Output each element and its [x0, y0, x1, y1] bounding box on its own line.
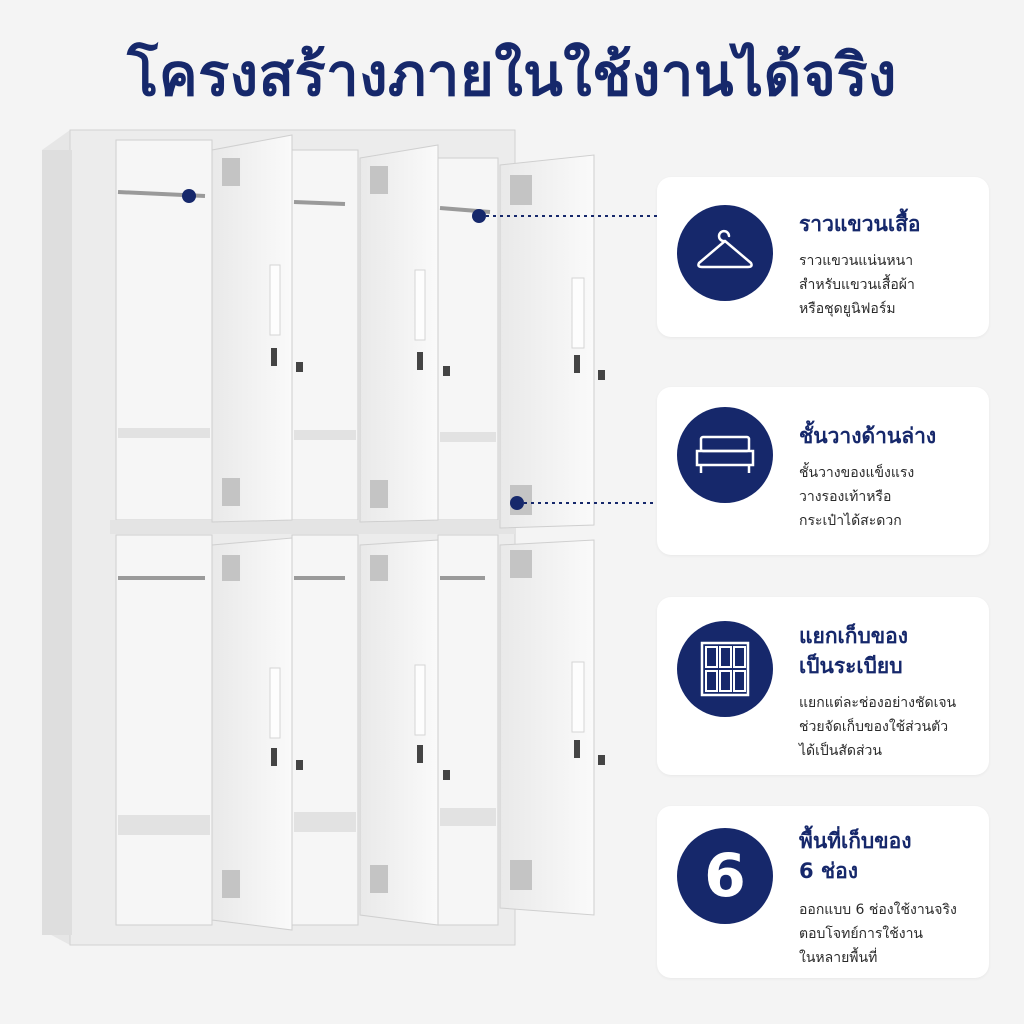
feature-description: ราวแขวนแน่นหนา สำหรับแขวนเสื้อผ้า หรือชุ… [799, 253, 915, 317]
feature-description: แยกแต่ละช่องอย่างชัดเจน ช่วยจัดเก็บของใช… [799, 695, 957, 759]
feature-card-six-compartments: 6 พื้นที่เก็บของ 6 ช่อง ออกแบบ 6 ช่องใช้… [657, 806, 989, 978]
feature-card-shelf: ชั้นวางด้านล่าง ชั้นวางของแข็งแรง วางรอง… [657, 387, 989, 555]
feature-description: ออกแบบ 6 ช่องใช้งานจริง ตอบโจทย์การใช้งา… [799, 902, 957, 966]
compartment-count: 6 [704, 841, 746, 911]
hanger-icon [677, 205, 773, 301]
feature-description: ชั้นวางของแข็งแรง วางรองเท้าหรือ กระเป๋า… [799, 465, 915, 529]
feature-title: ราวแขวนเสื้อ [799, 212, 921, 236]
feature-title: แยกเก็บของ เป็นระเบียบ [799, 624, 908, 678]
feature-card-hanger: ราวแขวนเสื้อ ราวแขวนแน่นหนา สำหรับแขวนเส… [657, 177, 989, 337]
feature-title: พื้นที่เก็บของ 6 ช่อง [799, 829, 912, 883]
feature-title: ชั้นวางด้านล่าง [799, 424, 937, 448]
shelf-icon [677, 407, 773, 503]
feature-card-compartments: แยกเก็บของ เป็นระเบียบ แยกแต่ละช่องอย่าง… [657, 597, 989, 775]
number-six-icon: 6 [677, 828, 773, 924]
compartments-icon [677, 621, 773, 717]
page-title: โครงสร้างภายในใช้งานได้จริง [127, 41, 897, 109]
